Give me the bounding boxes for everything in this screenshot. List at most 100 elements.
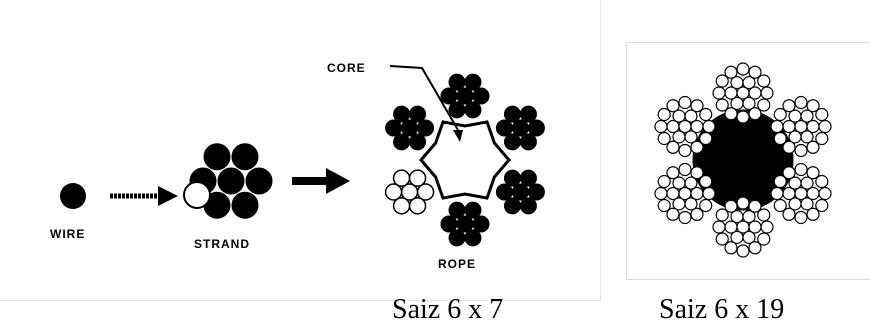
rope19-wire	[724, 65, 738, 79]
rope19-wire	[815, 107, 829, 122]
rope-strand-wire	[503, 133, 521, 151]
rope19-wire	[757, 208, 771, 222]
rope19-wire	[678, 143, 692, 158]
rope19-wire	[757, 98, 771, 112]
rope-strand-wire	[408, 169, 427, 187]
rope19-wire	[773, 131, 787, 146]
rope19-wire	[800, 109, 814, 123]
rope-strand-wire	[409, 133, 427, 151]
rope-strand-wire	[464, 229, 482, 247]
rope19-wire	[702, 119, 716, 134]
rope19-wire	[684, 176, 698, 190]
rope-strand-wire	[448, 229, 466, 247]
rope-strand-wire	[448, 73, 466, 91]
rope-strand-wire	[464, 73, 482, 91]
rope19-wire	[712, 220, 726, 234]
rope19-wire	[690, 166, 704, 180]
rope-strand-wire	[519, 169, 537, 187]
rope19-wire	[782, 99, 796, 113]
rope19-wire	[806, 140, 820, 154]
rope-strand-wire	[456, 215, 474, 233]
rope19-wire	[748, 241, 762, 255]
rope19-wire	[672, 130, 686, 144]
rope-strand-wire	[401, 119, 419, 137]
rope-6x19-cross-section	[654, 62, 832, 258]
rope19-wire	[678, 95, 692, 110]
rope-strand-wire	[456, 87, 474, 105]
rope19-wire	[715, 232, 729, 246]
strand-hollow-wire	[183, 181, 211, 209]
rope19-wire	[715, 208, 729, 222]
rope-strand-wire	[519, 133, 537, 151]
rope-strand-wire	[472, 215, 490, 233]
rope-strand-wire	[416, 183, 435, 201]
rope-strand-wire	[503, 105, 521, 123]
strand-wire	[245, 167, 273, 195]
wire-circle	[60, 183, 86, 209]
core-pointer-arrow-icon	[389, 65, 463, 142]
rope19-wire	[794, 95, 808, 110]
rope19-wire	[699, 174, 713, 189]
rope-strand-wire	[464, 201, 482, 219]
rope19-wire	[666, 166, 680, 180]
rope19-wire	[815, 174, 829, 189]
core-label: CORE	[327, 61, 366, 75]
rope19-wire	[666, 99, 680, 113]
rope-core-outline	[419, 120, 511, 200]
rope19-wire	[818, 119, 832, 134]
rope-6x19-cross-section-frame	[626, 42, 870, 280]
rope19-wire	[742, 210, 756, 224]
rope19-wire	[666, 207, 680, 221]
rope19-wire	[757, 232, 771, 246]
wire-label: WIRE	[50, 227, 85, 241]
rope19-wire	[654, 119, 668, 134]
rope19-wire	[794, 210, 808, 225]
caption-6x19: Saiz 6 x 19	[659, 294, 785, 325]
strand-wire	[231, 191, 259, 219]
rope19-wire	[730, 230, 744, 244]
rope19-wire	[736, 110, 750, 124]
rope-strand-wire	[393, 105, 411, 123]
rope19-wire	[724, 199, 738, 213]
rope-strand-wire	[448, 101, 466, 119]
rope-strand-wire	[503, 169, 521, 187]
strand-wire	[231, 143, 259, 171]
rope19-wire	[788, 197, 802, 211]
rope19-wire	[699, 107, 713, 122]
rope19-wire	[788, 130, 802, 144]
rope19-wire	[782, 207, 796, 221]
rope19-wire	[800, 176, 814, 190]
rope19-wire	[724, 107, 738, 121]
rope-strand-wire	[495, 119, 513, 137]
rope19-wire	[736, 244, 750, 258]
rope19-wire	[760, 86, 774, 100]
rope19-wire	[770, 119, 784, 134]
strand-core-wire	[217, 167, 245, 195]
strand-label: STRAND	[194, 237, 250, 251]
rope-strand-wire	[408, 197, 427, 215]
rope19-wire	[678, 162, 692, 177]
rope19-wire	[815, 131, 829, 146]
rope-strand-wire	[495, 183, 513, 201]
rope-strand-wire	[385, 119, 403, 137]
rope19-wire	[757, 74, 771, 88]
rope19-wire	[742, 76, 756, 90]
rope-strand-wire	[527, 119, 545, 137]
rope-strand-wire	[464, 101, 482, 119]
rope19-wire	[657, 107, 671, 122]
rope19-wire	[654, 186, 668, 201]
rope-strand-wire	[527, 183, 545, 201]
strand-wire	[203, 143, 231, 171]
rope-label: ROPE	[438, 257, 476, 271]
rope-strand-wire	[393, 133, 411, 151]
rope19-wire	[815, 198, 829, 213]
rope19-wire	[690, 207, 704, 221]
rope19-wire	[715, 98, 729, 112]
rope-6x7-strands	[384, 73, 545, 247]
arrow-strand-to-rope-icon	[292, 168, 350, 194]
rope-strand-wire	[503, 197, 521, 215]
rope19-wire	[690, 140, 704, 154]
rope19-wire	[657, 174, 671, 189]
rope-strand-wire	[417, 119, 435, 137]
rope19-wire	[760, 220, 774, 234]
